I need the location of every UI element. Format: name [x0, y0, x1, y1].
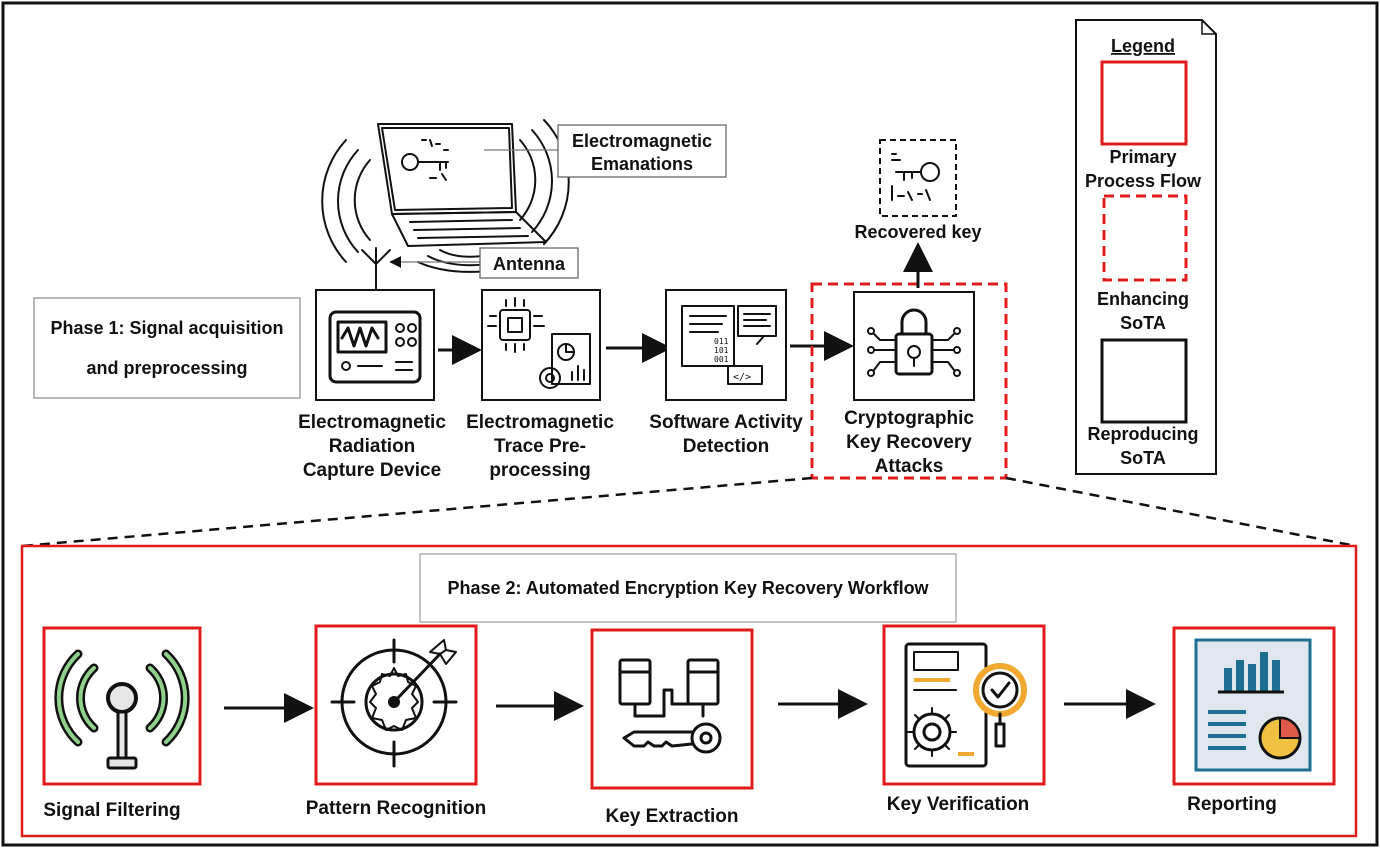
phase1-step-attack: Cryptographic Key Recovery Attacks: [844, 291, 975, 477]
phase2-step-filtering: Signal Filtering: [42, 626, 202, 821]
legend-swatch-enhancing: [1102, 194, 1188, 282]
step-capture-line2: Radiation: [329, 436, 416, 457]
oscilloscope-icon: [328, 310, 422, 384]
step-pattern-label: Pattern Recognition: [306, 798, 487, 819]
legend-enhancing-line1: Enhancing: [1097, 289, 1189, 309]
svg-text:011: 011: [714, 337, 729, 346]
phase1-title-line2: and preprocessing: [86, 358, 247, 378]
emanations-line1: Electromagnetic: [572, 131, 712, 151]
phase2-container: [20, 544, 1358, 838]
phase2-step-verification: Key Verification: [882, 624, 1046, 815]
antenna-callout: Antenna: [479, 247, 579, 279]
attack-highlight-dashed: [810, 282, 1008, 480]
phase1-step-detection: 011 101 001 </> Software Activity Detect…: [649, 289, 803, 457]
phase2-title-box: Phase 2: Automated Encryption Key Recove…: [419, 553, 957, 623]
step-preprocess-line3: processing: [489, 460, 590, 481]
code-monitor-icon: 011 101 001 </>: [681, 305, 777, 385]
phase1-step-preprocess: Electromagnetic Trace Pre- processing: [466, 289, 614, 481]
emanations-line2: Emanations: [591, 154, 693, 174]
phase1-title-line1: Phase 1: Signal acquisition: [50, 318, 283, 338]
step-detection-line2: Detection: [683, 436, 770, 457]
svg-text:001: 001: [714, 355, 729, 364]
legend-reproducing-line1: Reproducing: [1088, 424, 1199, 444]
phase2-title: Phase 2: Automated Encryption Key Recove…: [447, 578, 929, 598]
target-gear-icon: [330, 638, 458, 768]
verification-gear-icon: [904, 642, 1027, 768]
step-capture-line1: Electromagnetic: [298, 412, 446, 433]
step-attack-line2: Key Recovery: [846, 432, 972, 453]
step-verification-label: Key Verification: [887, 794, 1030, 815]
phase1-title-box: Phase 1: Signal acquisition and preproce…: [33, 297, 301, 399]
legend-enhancing-line2: SoTA: [1120, 313, 1166, 333]
zoom-line-right: [1005, 476, 1357, 548]
step-preprocess-line1: Electromagnetic: [466, 412, 614, 433]
signal-tower-icon: [54, 649, 190, 770]
step-reporting-label: Reporting: [1187, 794, 1277, 815]
laptop-icon: [377, 123, 547, 247]
processor-chart-icon: [487, 297, 591, 389]
step-filtering-label: Signal Filtering: [43, 800, 180, 821]
svg-text:101: 101: [714, 346, 729, 355]
phase2-step-extraction: Key Extraction: [590, 628, 754, 827]
report-chart-icon: [1194, 638, 1312, 772]
step-capture-line3: Capture Device: [303, 460, 441, 481]
phase2-step-pattern: Pattern Recognition: [306, 624, 487, 819]
emanations-callout: Electromagnetic Emanations: [557, 124, 727, 178]
step-extraction-label: Key Extraction: [605, 806, 738, 827]
antenna-icon: [361, 247, 391, 293]
key-icon: [891, 153, 940, 201]
circuit-padlock-icon: [867, 308, 961, 377]
legend-swatch-primary: [1100, 60, 1188, 146]
antenna-label: Antenna: [493, 254, 566, 274]
recovered-key-box: [879, 139, 957, 217]
legend-reproducing-line2: SoTA: [1120, 448, 1166, 468]
step-attack-line1: Cryptographic: [844, 408, 974, 429]
zoom-line-left: [21, 476, 813, 548]
step-detection-line1: Software Activity: [649, 412, 803, 433]
legend-title: Legend: [1111, 36, 1175, 56]
legend-primary-line2: Process Flow: [1085, 171, 1202, 191]
svg-text:</>: </>: [733, 372, 751, 383]
step-attack-line3: Attacks: [875, 456, 944, 477]
legend-swatch-reproducing: [1100, 338, 1188, 424]
recovered-key-label: Recovered key: [854, 222, 981, 242]
key-extraction-icon: [618, 658, 722, 754]
phase1-step-capture: Electromagnetic Radiation Capture Device: [298, 289, 446, 481]
legend-primary-line1: Primary: [1109, 147, 1176, 167]
legend: Legend Primary Process Flow Enhancing So…: [1075, 19, 1217, 475]
phase2-step-reporting: Reporting: [1172, 626, 1336, 815]
step-preprocess-line2: Trace Pre-: [494, 436, 586, 457]
